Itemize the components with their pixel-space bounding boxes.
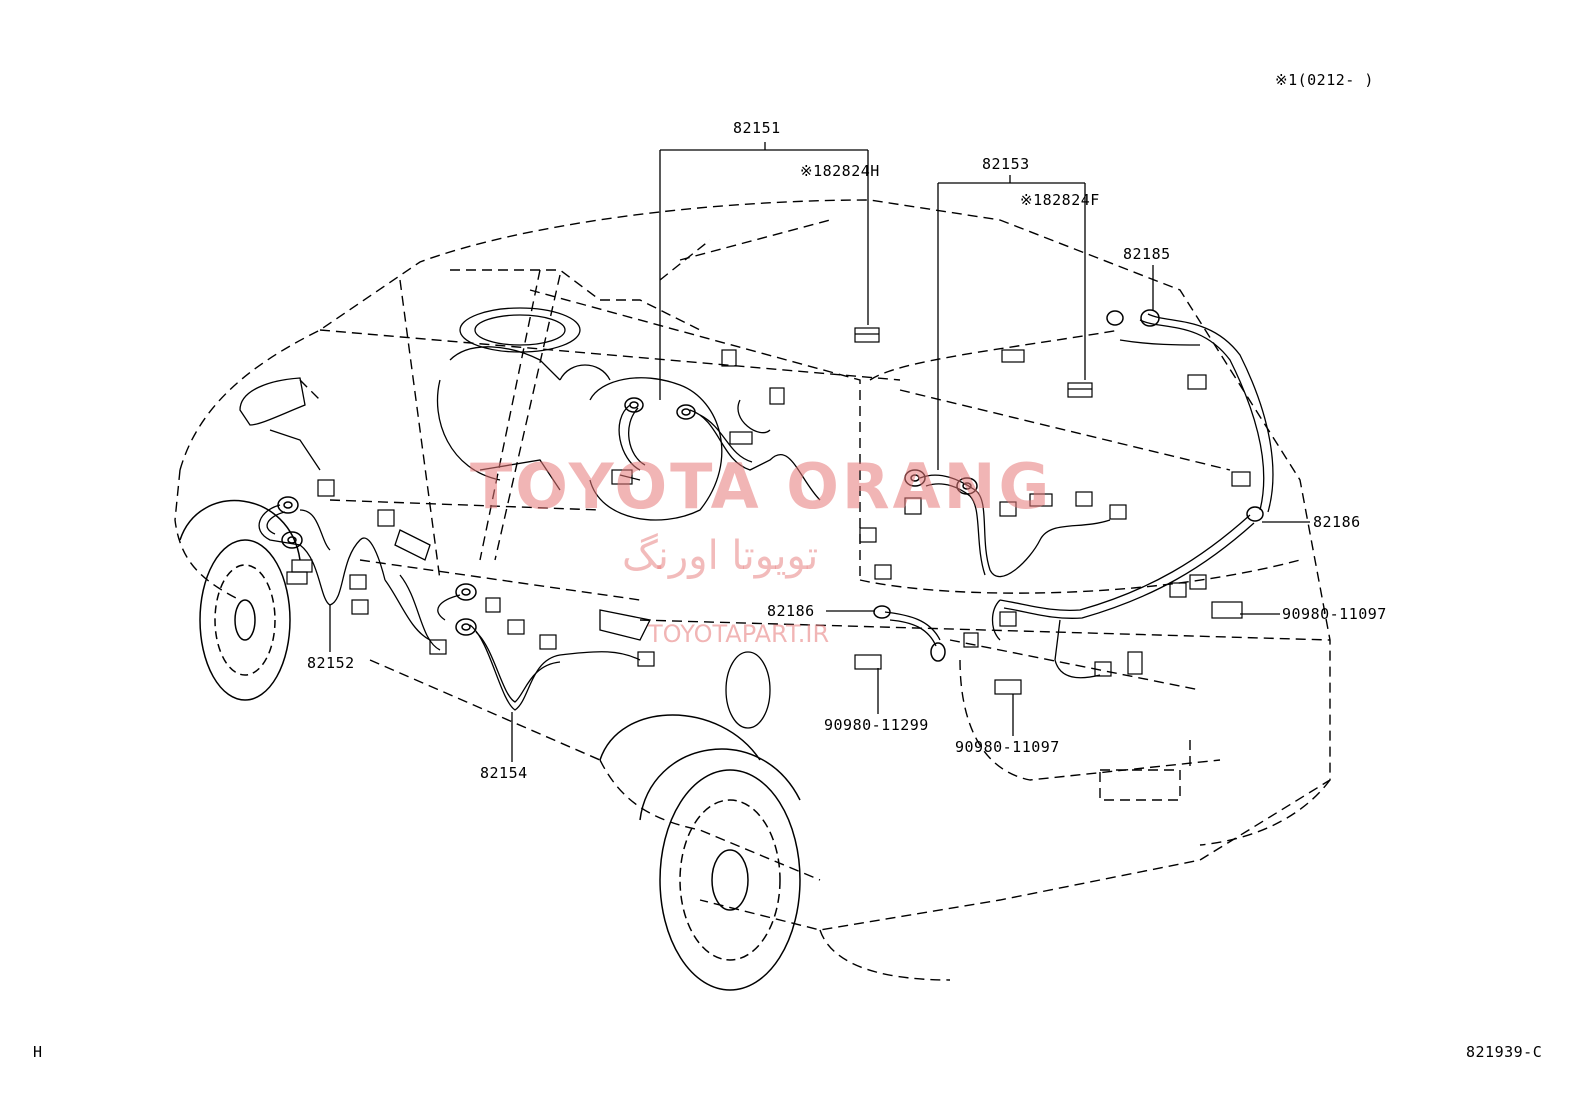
interior-shapes <box>239 307 771 729</box>
watermark-brand: TOYOTA ORANG <box>470 450 1053 523</box>
part-label-90980-11299: 90980-11299 <box>824 716 929 734</box>
part-label-90980-11097-center: 90980-11097 <box>955 738 1060 756</box>
part-label-82153: 82153 <box>982 155 1030 173</box>
diagram-code: 821939-C <box>1466 1043 1543 1061</box>
harness-wires <box>258 313 1274 711</box>
connectors <box>286 327 1251 695</box>
part-label-82151: 82151 <box>733 119 781 137</box>
footer-left-code: H <box>33 1043 43 1061</box>
header-note: ※1(0212- ) <box>1275 71 1374 89</box>
car-body-outline <box>174 199 1331 981</box>
part-label-90980-11097-right: 90980-11097 <box>1282 605 1387 623</box>
callout-leaders <box>329 142 1310 762</box>
front-wheel <box>179 499 301 701</box>
watermark-brand-farsi: تویوتا اورنگ <box>622 533 819 579</box>
rear-wheel <box>599 714 801 991</box>
grommets <box>277 309 1264 662</box>
part-label-82154: 82154 <box>480 764 528 782</box>
part-label-82824f: ※182824F <box>1020 191 1100 209</box>
part-label-82152: 82152 <box>307 654 355 672</box>
watermark-site: TOYOTAPART.IR <box>648 620 830 648</box>
part-label-82186-right: 82186 <box>1313 513 1361 531</box>
part-label-82186-center: 82186 <box>767 602 815 620</box>
part-label-82824h: ※182824H <box>800 162 880 180</box>
part-label-82185: 82185 <box>1123 245 1171 263</box>
